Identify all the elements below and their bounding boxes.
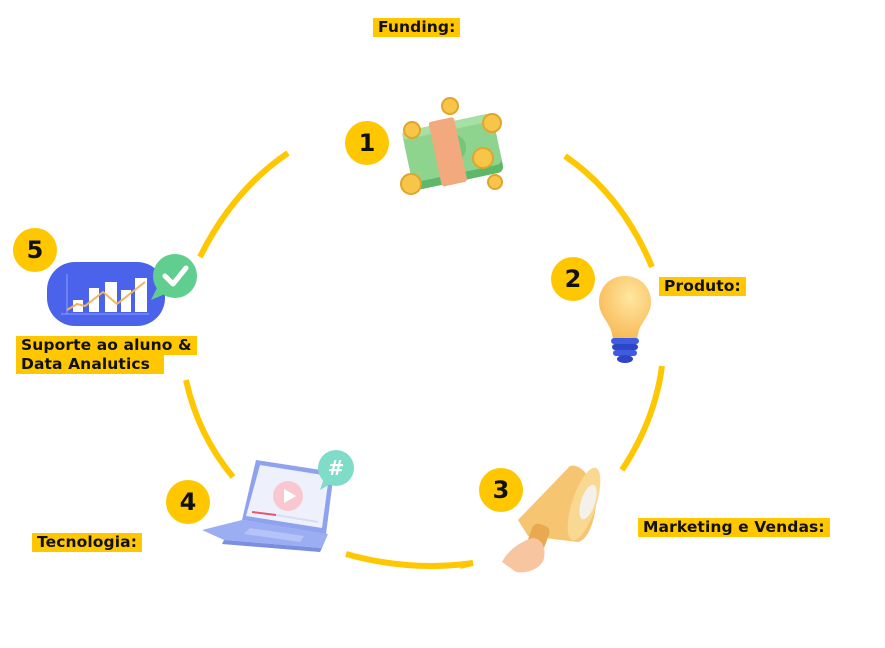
- step-4-label: Tecnologia:: [32, 533, 143, 552]
- step-3-label: Marketing e Vendas:: [638, 518, 830, 537]
- lightbulb-icon: [599, 276, 651, 363]
- ring-arc-left: [183, 379, 236, 479]
- step-4-badge: 4: [166, 480, 210, 524]
- ring-arc-right: [619, 365, 665, 472]
- step-5-label-line-2: Data Analutics: [16, 355, 164, 374]
- hashtag-glyph: #: [328, 456, 345, 480]
- money-stack-icon: [400, 97, 504, 195]
- ring-arc-bottom: [345, 551, 474, 569]
- analytics-chart-icon: [47, 254, 197, 326]
- step-1-badge: 1: [345, 121, 389, 165]
- step-5-badge: 5: [13, 228, 57, 272]
- laptop-icon: #: [202, 450, 354, 552]
- step-2-label: Produto:: [659, 277, 746, 296]
- ring-arc-top-left: [197, 150, 290, 259]
- ring-arc-top-right: [563, 153, 655, 269]
- step-5-label: Suporte ao aluno & Data Analutics: [16, 336, 197, 374]
- step-1-label: Funding:: [373, 18, 461, 37]
- step-2-badge: 2: [551, 257, 595, 301]
- megaphone-icon: [502, 465, 601, 573]
- ring-arc-bottom-right: [459, 560, 474, 569]
- step-5-label-line-1: Suporte ao aluno &: [16, 336, 197, 355]
- step-3-badge: 3: [479, 468, 523, 512]
